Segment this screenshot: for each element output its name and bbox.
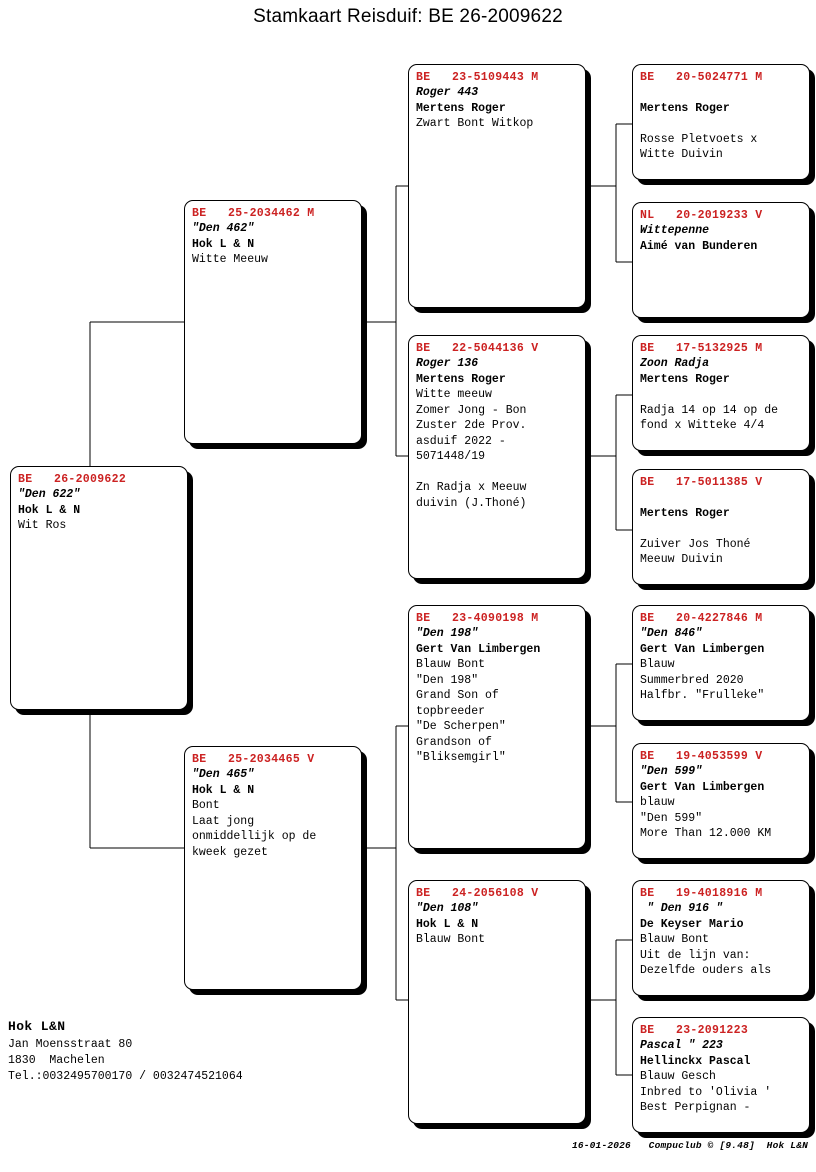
ring-number: BE 20-5024771 M bbox=[640, 71, 763, 84]
breeder-name: Hok L & N bbox=[192, 237, 255, 251]
pigeon-name: Pascal " 223 bbox=[640, 1039, 723, 1052]
pigeon-notes: blauw "Den 599" More Than 12.000 KM bbox=[640, 796, 772, 840]
breeder-name: Hok L & N bbox=[416, 917, 479, 931]
breeder-name: Gert Van Limbergen bbox=[416, 642, 541, 656]
footer-meta: 16-01-2026 Compuclub © [9.48] Hok L&N bbox=[571, 1140, 808, 1151]
breeder-name: Hellinckx Pascal bbox=[640, 1054, 751, 1068]
ring-number: BE 22-5044136 V bbox=[416, 342, 539, 355]
breeder-name: Gert Van Limbergen bbox=[640, 642, 765, 656]
ring-number: BE 25-2034462 M bbox=[192, 207, 315, 220]
pigeon-card-ggp-6[interactable]: BE 19-4053599 V "Den 599" Gert Van Limbe… bbox=[632, 743, 810, 859]
ring-number: BE 25-2034465 V bbox=[192, 753, 315, 766]
breeder-name: Mertens Roger bbox=[640, 372, 730, 386]
ring-number: BE 17-5132925 M bbox=[640, 342, 763, 355]
pigeon-card-granddam-maternal[interactable]: BE 24-2056108 V "Den 108" Hok L & N Blau… bbox=[408, 880, 586, 1124]
pigeon-name: "Den 198" bbox=[416, 627, 479, 640]
page-title: Stamkaart Reisduif: BE 26-2009622 bbox=[253, 6, 563, 27]
ring-number: BE 19-4018916 M bbox=[640, 887, 763, 900]
breeder-name: Mertens Roger bbox=[416, 372, 506, 386]
pigeon-notes: Blauw Bont "Den 198" Grand Son of topbre… bbox=[416, 658, 506, 764]
pigeon-notes: Zuiver Jos Thoné Meeuw Duivin bbox=[640, 537, 751, 567]
pigeon-card-grandsire-maternal[interactable]: BE 23-4090198 M "Den 198" Gert Van Limbe… bbox=[408, 605, 586, 849]
pigeon-name: " Den 916 " bbox=[640, 902, 723, 915]
loft-address-block: Hok L&N Jan Moensstraat 80 1830 Machelen… bbox=[8, 1017, 338, 1085]
pigeon-name: "Den 462" bbox=[192, 222, 255, 235]
pigeon-notes: Blauw Bont Uit de lijn van: Dezelfde oud… bbox=[640, 933, 772, 977]
pigeon-card-ggp-7[interactable]: BE 19-4018916 M " Den 916 " De Keyser Ma… bbox=[632, 880, 810, 996]
pigeon-name bbox=[640, 85, 802, 101]
pigeon-name: Roger 443 bbox=[416, 86, 479, 99]
pigeon-card-ggp-8[interactable]: BE 23-2091223 Pascal " 223 Hellinckx Pas… bbox=[632, 1017, 810, 1133]
pigeon-notes: Blauw Bont bbox=[416, 933, 486, 946]
ring-number: BE 23-4090198 M bbox=[416, 612, 539, 625]
ring-number: BE 24-2056108 V bbox=[416, 887, 539, 900]
pigeon-notes: Bont Laat jong onmiddellijk op de kweek … bbox=[192, 799, 317, 859]
pigeon-notes: Radja 14 op 14 op de fond x Witteke 4/4 bbox=[640, 403, 779, 433]
pigeon-notes: Witte Meeuw bbox=[192, 253, 268, 266]
pigeon-notes: Rosse Pletvoets x Witte Duivin bbox=[640, 132, 758, 162]
breeder-name: Mertens Roger bbox=[640, 101, 730, 115]
pigeon-card-ggp-2[interactable]: NL 20-2019233 V Wittepenne Aimé van Bund… bbox=[632, 202, 810, 318]
ring-number: NL 20-2019233 V bbox=[640, 209, 763, 222]
pigeon-name: Zoon Radja bbox=[640, 357, 710, 370]
loft-address-line-1: Jan Moensstraat 80 bbox=[8, 1038, 133, 1051]
pigeon-card-grandsire-paternal[interactable]: BE 23-5109443 M Roger 443 Mertens Roger … bbox=[408, 64, 586, 308]
ring-number: BE 20-4227846 M bbox=[640, 612, 763, 625]
pigeon-card-ggp-3[interactable]: BE 17-5132925 M Zoon Radja Mertens Roger… bbox=[632, 335, 810, 451]
breeder-name: De Keyser Mario bbox=[640, 917, 744, 931]
pigeon-name: "Den 465" bbox=[192, 768, 255, 781]
pigeon-name: "Den 599" bbox=[640, 765, 703, 778]
pigeon-notes: Blauw Summerbred 2020 Halfbr. "Frulleke" bbox=[640, 658, 765, 702]
pigeon-card-sire[interactable]: BE 25-2034462 M "Den 462" Hok L & N Witt… bbox=[184, 200, 362, 444]
pigeon-card-ggp-4[interactable]: BE 17-5011385 V Mertens Roger Zuiver Jos… bbox=[632, 469, 810, 585]
pigeon-name: Wittepenne bbox=[640, 224, 710, 237]
pigeon-name bbox=[640, 490, 802, 506]
pigeon-notes: Wit Ros bbox=[18, 519, 67, 532]
pigeon-card-dam[interactable]: BE 25-2034465 V "Den 465" Hok L & N Bont… bbox=[184, 746, 362, 990]
loft-phone: Tel.:0032495700170 / 0032474521064 bbox=[8, 1070, 243, 1083]
ring-number: BE 19-4053599 V bbox=[640, 750, 763, 763]
pigeon-name: "Den 108" bbox=[416, 902, 479, 915]
ring-number: BE 23-2091223 bbox=[640, 1024, 749, 1037]
pigeon-name: "Den 622" bbox=[18, 488, 81, 501]
breeder-name: Gert Van Limbergen bbox=[640, 780, 765, 794]
pigeon-card-ggp-1[interactable]: BE 20-5024771 M Mertens Roger Rosse Plet… bbox=[632, 64, 810, 180]
breeder-name: Mertens Roger bbox=[640, 506, 730, 520]
ring-number: BE 17-5011385 V bbox=[640, 476, 763, 489]
breeder-name: Hok L & N bbox=[192, 783, 255, 797]
loft-name: Hok L&N bbox=[8, 1019, 66, 1034]
pigeon-card-ggp-5[interactable]: BE 20-4227846 M "Den 846" Gert Van Limbe… bbox=[632, 605, 810, 721]
ring-number: BE 23-5109443 M bbox=[416, 71, 539, 84]
pigeon-notes: Witte meeuw Zomer Jong - Bon Zuster 2de … bbox=[416, 388, 527, 510]
breeder-name: Mertens Roger bbox=[416, 101, 506, 115]
pigeon-name: Roger 136 bbox=[416, 357, 479, 370]
ring-number: BE 26-2009622 bbox=[18, 473, 127, 486]
breeder-name: Hok L & N bbox=[18, 503, 81, 517]
pigeon-card-subject[interactable]: BE 26-2009622 "Den 622" Hok L & N Wit Ro… bbox=[10, 466, 188, 710]
pigeon-notes: Zwart Bont Witkop bbox=[416, 117, 534, 130]
breeder-name: Aimé van Bunderen bbox=[640, 239, 758, 253]
pigeon-card-granddam-paternal[interactable]: BE 22-5044136 V Roger 136 Mertens Roger … bbox=[408, 335, 586, 579]
loft-address-line-2: 1830 Machelen bbox=[8, 1054, 105, 1067]
pigeon-notes: Blauw Gesch Inbred to 'Olivia ' Best Per… bbox=[640, 1070, 772, 1114]
pigeon-name: "Den 846" bbox=[640, 627, 703, 640]
